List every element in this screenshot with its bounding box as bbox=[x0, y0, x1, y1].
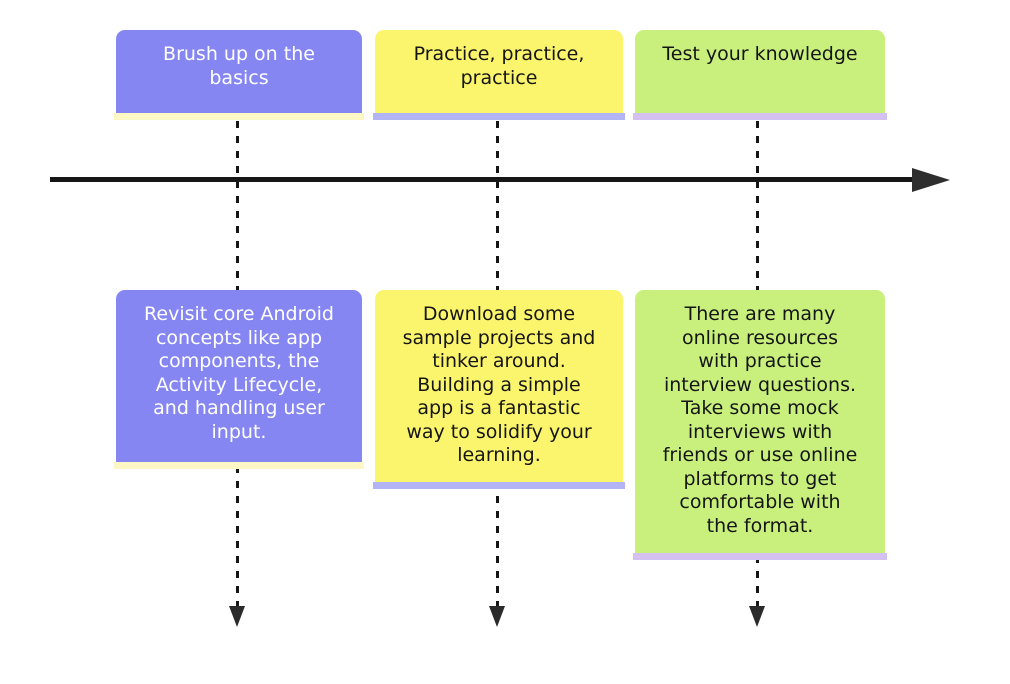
card-shadow-strip bbox=[633, 553, 887, 560]
card-shadow-strip bbox=[114, 462, 364, 469]
card-shadow-strip bbox=[114, 113, 364, 120]
down-arrowhead-icon bbox=[229, 606, 245, 627]
detail-card-practice: Download some sample projects and tinker… bbox=[375, 290, 623, 482]
timeline-axis-arrowhead-icon bbox=[912, 168, 950, 192]
card-shadow-strip bbox=[373, 113, 625, 120]
detail-card-basics: Revisit core Android concepts like app c… bbox=[116, 290, 362, 462]
title-card-test-knowledge: Test your knowledge bbox=[635, 30, 885, 113]
timeline-axis-line bbox=[50, 177, 914, 182]
detail-card-test-knowledge: There are many online resources with pra… bbox=[635, 290, 885, 553]
down-arrowhead-icon bbox=[489, 606, 505, 627]
title-card-basics: Brush up on the basics bbox=[116, 30, 362, 113]
card-shadow-strip bbox=[373, 482, 625, 489]
card-shadow-strip bbox=[633, 113, 887, 120]
title-card-practice: Practice, practice, practice bbox=[375, 30, 623, 113]
down-arrowhead-icon bbox=[749, 606, 765, 627]
